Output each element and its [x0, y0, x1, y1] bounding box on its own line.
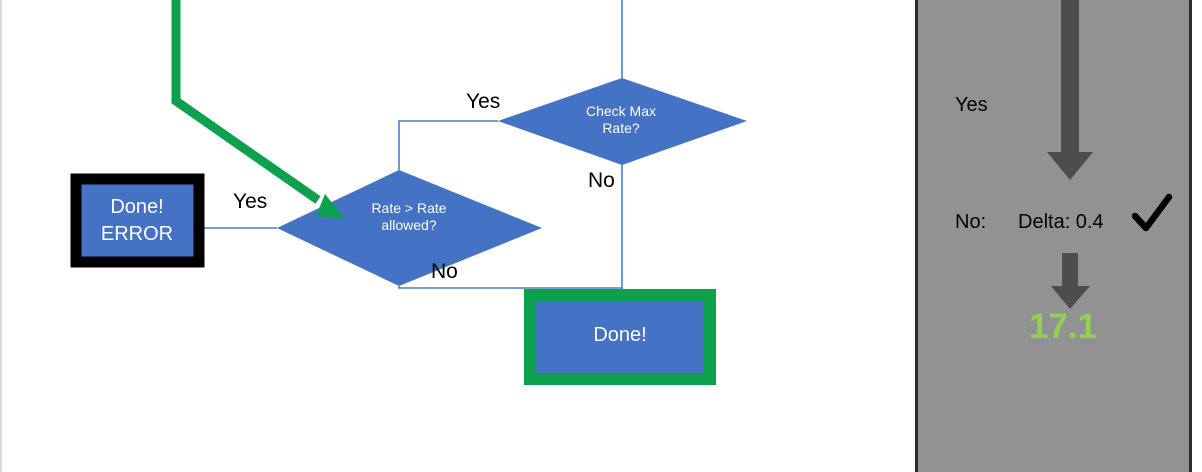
node-done-error[interactable] [70, 173, 205, 268]
panel-delta-value: Delta: 0.4 [1018, 211, 1104, 233]
node-rate-gt-line2: allowed? [381, 216, 437, 233]
edge-label-yes-check-max: Yes [466, 90, 501, 113]
panel-row-yes-label: Yes [955, 94, 988, 116]
edge-label-no-rate-done: No [431, 260, 458, 283]
connector-no-rate-to-done [398, 286, 622, 289]
node-rate-gt-rate-allowed-label: Rate > Rate allowed? [334, 200, 484, 233]
node-check-max-rate[interactable] [498, 78, 747, 165]
panel-result-value: 17.1 [1028, 307, 1098, 346]
node-rate-gt-rate-allowed[interactable] [277, 170, 542, 286]
short-down-arrow-icon [1051, 253, 1090, 309]
node-check-max-rate-line1: Check Max [585, 103, 657, 119]
edge-label-no-check-max: No [588, 169, 615, 192]
node-check-max-rate-label: Check Max Rate? [546, 103, 696, 136]
node-done-line1: Done! [593, 324, 647, 346]
panel-arrows-graphic [1047, 0, 1093, 309]
check-mark-icon [1131, 193, 1173, 232]
node-done-error-line1: Done! [110, 196, 164, 218]
edge-label-yes-rate-error: Yes [233, 190, 268, 213]
node-done-label: Done! [545, 324, 695, 348]
results-panel: Yes No: Delta: 0.4 17.1 [915, 0, 1192, 472]
flowchart-graphic [70, 0, 747, 385]
node-done-error-line2: ERROR [100, 223, 174, 245]
highlight-path-green [171, 0, 321, 204]
node-rate-gt-line1: Rate > Rate [371, 200, 447, 216]
node-done[interactable] [524, 289, 716, 385]
node-check-max-rate-line2: Rate? [602, 119, 640, 136]
node-done-error-label: Done! ERROR [81, 194, 193, 248]
slide-left-rule [0, 0, 2, 472]
connector-yes-check-max-to-rate [398, 120, 498, 170]
highlight-arrowhead-green [316, 194, 345, 219]
long-down-arrow-icon [1047, 0, 1093, 180]
panel-row-no-label: No: [955, 211, 987, 233]
